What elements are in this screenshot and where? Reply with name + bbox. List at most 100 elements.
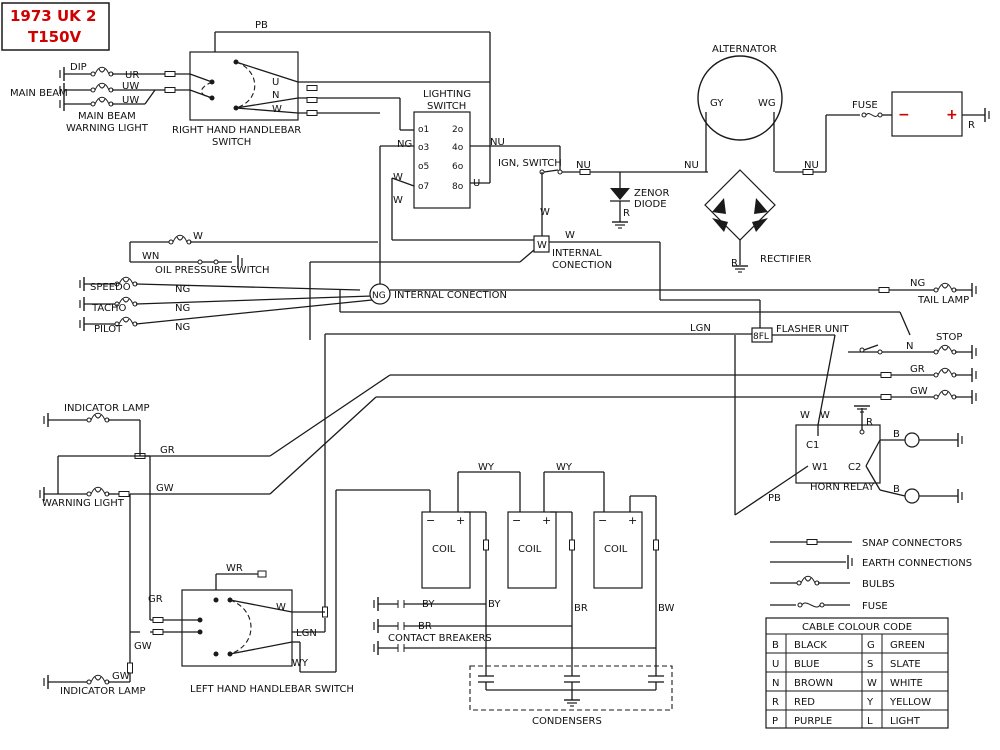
- wire-wr: WR: [226, 563, 243, 574]
- colour-row: R RED Y YELLOW: [772, 697, 931, 708]
- ng-internal-connection: NG INTERNAL CONECTION: [369, 283, 507, 305]
- wire-w-oil: W: [193, 231, 203, 242]
- wire-w-int: W: [565, 230, 575, 241]
- fl-mark: 8FL: [753, 332, 769, 342]
- w-mark: W: [537, 240, 547, 251]
- colour-row: U BLUE S SLATE: [772, 659, 921, 670]
- svg-text:G: G: [867, 640, 875, 651]
- internal-conection-label: INTERNAL CONECTION: [394, 290, 507, 301]
- horn-relay: C1 C2 W1 HORN RELAY R PB B B: [734, 335, 963, 516]
- battery-r: R: [968, 120, 975, 131]
- alt-gy: GY: [710, 98, 724, 109]
- wire-w-rh: W: [272, 104, 282, 115]
- svg-text:LIGHT: LIGHT: [890, 716, 921, 727]
- wire-wy-lh: WY: [292, 658, 309, 669]
- wire-nu-ls: NU: [490, 137, 505, 148]
- wire-pb-top: PB: [255, 20, 268, 31]
- main-beam-bulb-icon: [90, 82, 114, 93]
- legend-snap: SNAP CONNECTORS: [862, 538, 962, 549]
- warning-bulb-icon: [90, 96, 114, 107]
- wire-bw-coil: BW: [658, 603, 675, 614]
- wire-pb-relay: PB: [768, 493, 781, 504]
- coil-1-minus: −: [426, 514, 435, 527]
- zenor-label-1: ZENOR: [634, 188, 670, 199]
- wire-br-cb: BR: [418, 621, 432, 632]
- alternator-label: ALTERNATOR: [712, 44, 777, 55]
- svg-text:W: W: [867, 678, 877, 689]
- wire-ng-pilot: NG: [175, 322, 190, 333]
- horn-2-icon: [904, 488, 920, 504]
- wire-by-coil: BY: [488, 599, 501, 610]
- svg-text:U: U: [772, 659, 779, 670]
- wire-gr-left: GR: [160, 445, 175, 456]
- battery: [891, 91, 963, 137]
- term-7: o7: [418, 182, 429, 192]
- flasher-label: FLASHER UNIT: [776, 324, 849, 335]
- condensers: CONDENSERS: [469, 665, 673, 727]
- term-3: o3: [418, 143, 429, 153]
- relay-r: R: [866, 417, 873, 428]
- svg-text:P: P: [772, 716, 778, 727]
- horn-b2: B: [893, 484, 900, 495]
- svg-text:BLACK: BLACK: [794, 640, 827, 651]
- legend: SNAP CONNECTORS EARTH CONNECTIONS BULBS …: [770, 538, 972, 612]
- zenor-diode: ZENOR DIODE R: [610, 172, 670, 229]
- term-8: 8o: [452, 182, 464, 192]
- horn-1-icon: [904, 432, 920, 448]
- wire-w-lh: W: [276, 602, 286, 613]
- wire-gw-lh: GW: [134, 641, 152, 652]
- wire-u-ls: U: [473, 178, 480, 189]
- rh-handlebar-switch: PB U N W RIGHT HAND HANDLEBAR SWITCH: [172, 20, 490, 148]
- stop-lamp: N STOP: [848, 332, 977, 360]
- internal-label-1: INTERNAL: [552, 248, 602, 259]
- contact-breakers: BY BY BR BR BW CONTACT BREAKERS: [373, 596, 675, 656]
- main-beam-warning-label-2: WARNING LIGHT: [66, 123, 149, 134]
- headlamp-section: DIP MAIN BEAM MAIN BEAM WARNING LIGHT UR…: [10, 62, 190, 134]
- fuse-battery: FUSE − + R: [852, 91, 990, 137]
- ign-switch: IGN, SWITCH W: [498, 158, 563, 240]
- wire-w-ign: W: [540, 207, 550, 218]
- lh-handlebar-switch: WR W LGN WY GR GW LEFT HAND HANDLEBAR SW…: [134, 563, 354, 695]
- svg-text:Y: Y: [866, 697, 874, 708]
- wire-n-rh: N: [272, 90, 279, 101]
- term-2: 2o: [452, 125, 464, 135]
- term-4: 4o: [452, 143, 464, 153]
- wire-ng-tacho: NG: [175, 303, 190, 314]
- tacho-label: TACHO: [91, 303, 126, 314]
- term-1: o1: [418, 125, 429, 135]
- wire-ng-ls: NG: [397, 139, 412, 150]
- legend-earth: EARTH CONNECTIONS: [862, 558, 972, 569]
- wire-gw-bottom: GW: [112, 671, 130, 682]
- wire-wy-coil1: WY: [478, 462, 495, 473]
- wire-w-ls1: W: [393, 172, 403, 183]
- dip-bulb-icon: [90, 66, 114, 77]
- svg-text:B: B: [772, 640, 779, 651]
- coil-1: [421, 511, 471, 589]
- svg-text:WHITE: WHITE: [890, 678, 923, 689]
- svg-text:PURPLE: PURPLE: [794, 716, 832, 727]
- battery-minus: −: [898, 107, 910, 123]
- wire-nu-ign: NU: [576, 160, 591, 171]
- wire-gr-right: GR: [910, 364, 925, 375]
- internal-connection-w: W INTERNAL CONECTION: [533, 235, 612, 271]
- tail-lamp-label: TAIL LAMP: [917, 295, 969, 306]
- svg-text:GREEN: GREEN: [890, 640, 925, 651]
- wire-wn: WN: [142, 251, 159, 262]
- speedo-label: SPEEDO: [90, 282, 131, 293]
- rh-switch-label-1: RIGHT HAND HANDLEBAR: [172, 125, 301, 136]
- relay-w1: W1: [812, 462, 828, 473]
- pilot-label: PILOT: [94, 324, 123, 335]
- rectifier-label: RECTIFIER: [760, 254, 811, 265]
- colour-row: B BLACK G GREEN: [772, 640, 925, 651]
- svg-text:BLUE: BLUE: [794, 659, 820, 670]
- wire-n-stop: N: [906, 341, 913, 352]
- legend-fuse: FUSE: [862, 601, 888, 612]
- colour-row: N BROWN W WHITE: [772, 678, 923, 689]
- title-line-2: T150V: [28, 28, 82, 46]
- coil-3-plus: +: [628, 514, 637, 527]
- condensers-label: CONDENSERS: [532, 716, 602, 727]
- oil-pressure-label: OIL PRESSURE SWITCH: [155, 265, 270, 276]
- dip-label: DIP: [70, 62, 87, 73]
- main-beam-label: MAIN BEAM: [10, 88, 68, 99]
- wire-wy-coil2: WY: [556, 462, 573, 473]
